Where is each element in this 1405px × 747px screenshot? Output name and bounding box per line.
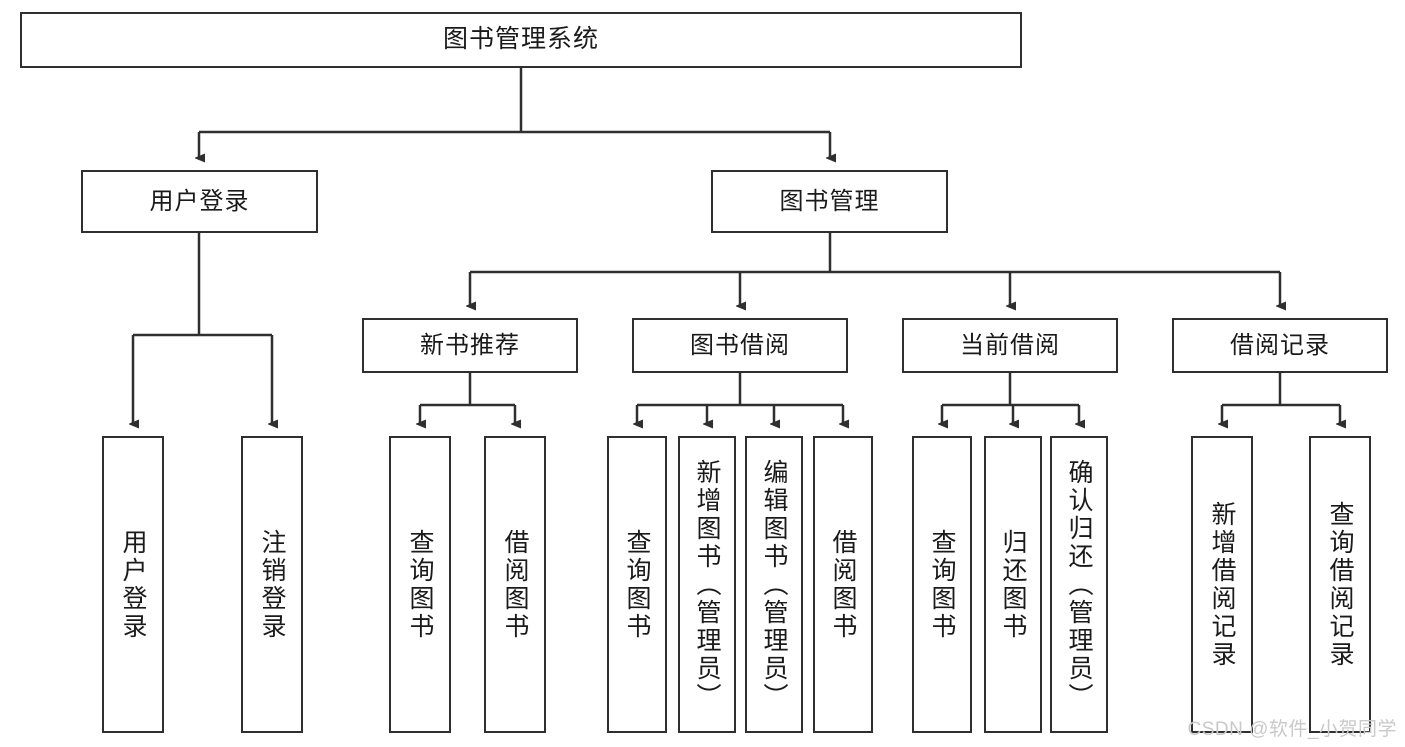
leaf-node[interactable]: 借阅图书 — [484, 436, 546, 733]
node-label: 借阅图书 — [501, 528, 529, 641]
node-label: 借阅图书 — [829, 528, 857, 641]
node-label: 图书管理系统 — [442, 25, 599, 54]
node-label: 借阅记录 — [1230, 331, 1330, 359]
node-label: 查询图书 — [928, 528, 956, 641]
leaf-node[interactable]: 归还图书 — [984, 436, 1042, 733]
node-label: 查询图书 — [406, 528, 434, 641]
leaf-node[interactable]: 新增图书（管理员） — [678, 436, 736, 733]
leaf-node[interactable]: 编辑图书（管理员） — [745, 436, 803, 733]
node-label: 查询图书 — [623, 528, 651, 641]
node-label: 用户登录 — [149, 187, 250, 215]
node-label: 用户登录 — [119, 528, 147, 641]
node-label: 确认归还（管理员） — [1065, 458, 1093, 711]
leaf-node[interactable]: 确认归还（管理员） — [1050, 436, 1108, 733]
node-borrow-record[interactable]: 借阅记录 — [1172, 318, 1388, 373]
leaf-node[interactable]: 用户登录 — [102, 436, 164, 733]
node-label: 当前借阅 — [960, 331, 1060, 359]
node-label: 归还图书 — [999, 528, 1027, 641]
node-label: 图书借阅 — [690, 331, 790, 359]
node-label: 新增借阅记录 — [1208, 500, 1236, 669]
node-current-borrow[interactable]: 当前借阅 — [902, 318, 1118, 373]
leaf-node[interactable]: 查询图书 — [389, 436, 451, 733]
node-label: 新书推荐 — [420, 331, 520, 359]
node-label: 注销登录 — [258, 528, 286, 641]
leaf-node[interactable]: 查询图书 — [607, 436, 667, 733]
node-label: 编辑图书（管理员） — [760, 458, 788, 711]
leaf-node[interactable]: 借阅图书 — [813, 436, 873, 733]
node-book-borrow[interactable]: 图书借阅 — [632, 318, 848, 373]
leaf-node[interactable]: 查询图书 — [912, 436, 972, 733]
node-root-system[interactable]: 图书管理系统 — [20, 12, 1022, 68]
node-user-login[interactable]: 用户登录 — [81, 170, 318, 233]
leaf-node[interactable]: 查询借阅记录 — [1309, 436, 1371, 733]
node-label: 查询借阅记录 — [1326, 500, 1354, 669]
node-new-book-recommend[interactable]: 新书推荐 — [362, 318, 578, 373]
node-label: 图书管理 — [779, 187, 880, 215]
node-book-management[interactable]: 图书管理 — [711, 170, 948, 233]
node-label: 新增图书（管理员） — [693, 458, 721, 711]
leaf-node[interactable]: 新增借阅记录 — [1191, 436, 1253, 733]
csdn-watermark: CSDN @软件_小贺同学 — [1187, 719, 1397, 740]
leaf-node[interactable]: 注销登录 — [241, 436, 303, 733]
